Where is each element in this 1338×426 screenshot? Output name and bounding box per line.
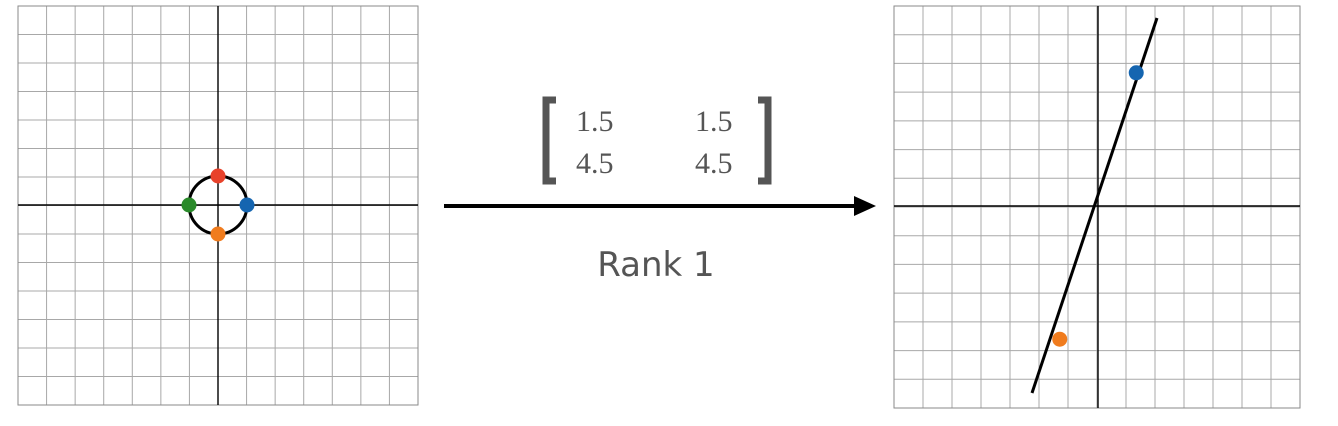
rank-label: Rank 1 [597,245,714,285]
output-plot [893,5,1301,409]
output-points [1052,65,1144,347]
orange-point [210,226,226,242]
input-plot [17,5,419,406]
matrix-a21: 4.5 [576,147,614,180]
matrix-right-bracket [758,96,772,185]
image-line [1030,17,1159,394]
input-points [181,168,255,242]
orange-point [1052,331,1068,347]
output-plot-frame [893,5,1301,409]
output-grid [894,6,1300,408]
green-point [181,197,197,213]
matrix-a11: 1.5 [576,105,614,138]
matrix-a22: 4.5 [695,147,733,180]
matrix-left-bracket [542,96,556,185]
blue-point [1128,65,1144,81]
arrow-head [854,196,876,216]
matrix-a12: 1.5 [695,105,733,138]
red-point [210,168,226,184]
transform-arrow [444,196,876,216]
matrix: 1.5 1.5 4.5 4.5 [542,96,772,185]
blue-point [239,197,255,213]
